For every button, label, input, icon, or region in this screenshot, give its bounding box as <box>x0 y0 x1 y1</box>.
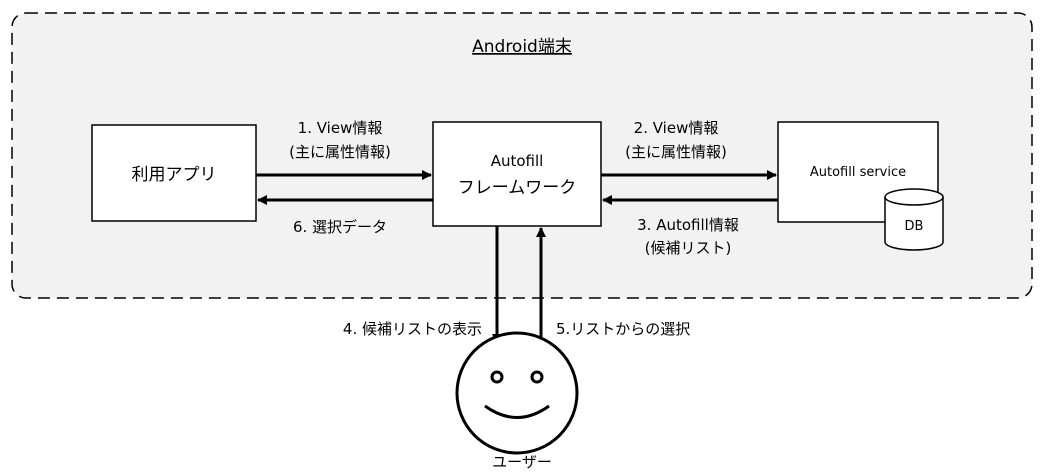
app-label: 利用アプリ <box>132 165 217 185</box>
android-device-title: Android端末 <box>472 37 572 57</box>
step6-label: 6. 選択データ <box>293 218 387 236</box>
step2-label-line1: 2. View情報 <box>634 119 719 137</box>
framework-box <box>432 121 602 227</box>
db-icon <box>884 188 944 251</box>
user-face-icon <box>455 331 579 455</box>
db-label: DB <box>905 219 924 234</box>
step5-label: 5.リストからの選択 <box>556 320 690 338</box>
user-label: ユーザー <box>492 453 552 471</box>
step3-label-line2: (候補リスト) <box>645 239 732 257</box>
step4-label: 4. 候補リストの表示 <box>343 320 482 338</box>
step1-label-line2: (主に属性情報) <box>289 143 391 161</box>
framework-label-line1: Autofill <box>491 152 544 170</box>
framework-label-line2: フレームワーク <box>458 178 577 198</box>
service-label: Autofill service <box>810 165 906 180</box>
step1-label-line1: 1. View情報 <box>298 119 383 137</box>
step3-label-line1: 3. Autofill情報 <box>637 216 739 234</box>
step2-label-line2: (主に属性情報) <box>625 143 727 161</box>
app-box <box>91 124 257 222</box>
